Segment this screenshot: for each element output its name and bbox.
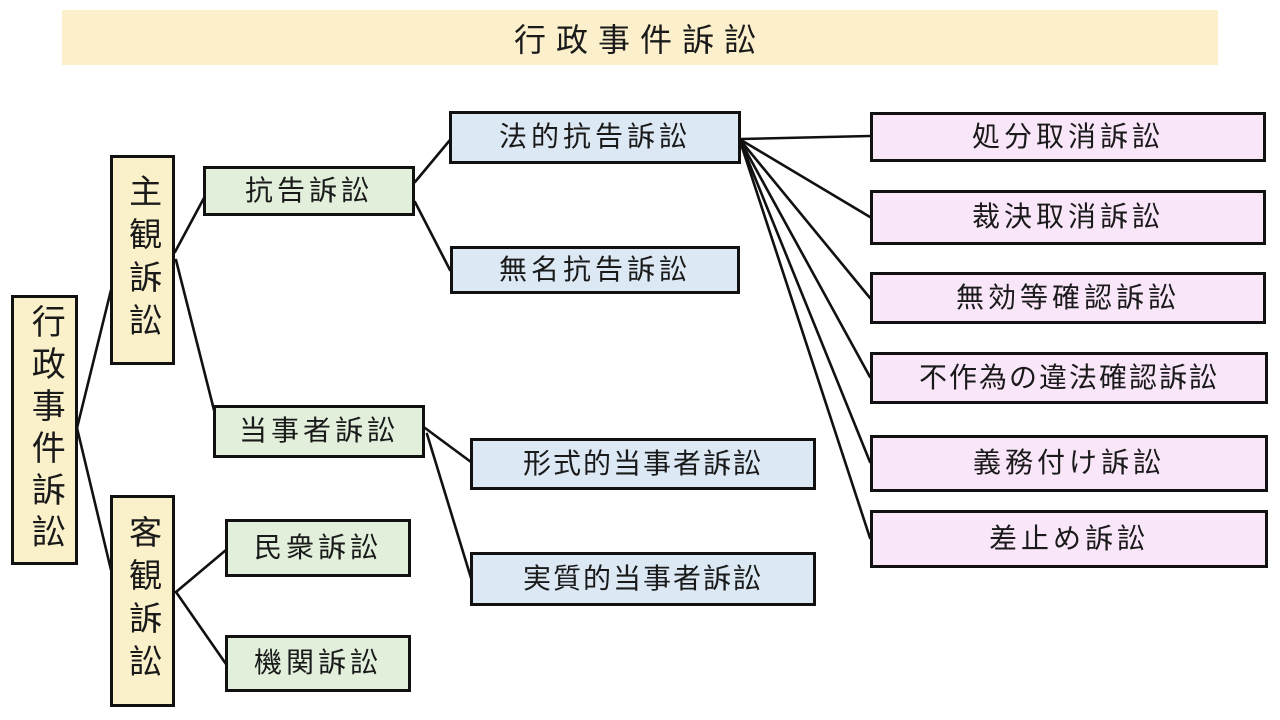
node-mandamus-litigation: 義務付け訴訟 <box>870 435 1268 492</box>
node-statutory-kokoku-litigation: 法的抗告訴訟 <box>449 111 741 164</box>
node-party-litigation: 当事者訴訟 <box>213 405 425 458</box>
node-nullity-confirmation-litigation: 無効等確認訴訟 <box>870 272 1266 324</box>
node-inaction-illegality-confirmation-litigation: 不作為の違法確認訴訟 <box>870 352 1268 404</box>
node-agency-litigation: 機関訴訟 <box>225 635 411 692</box>
node-popular-litigation: 民衆訴訟 <box>225 519 411 577</box>
title-banner: 行政事件訴訟 <box>62 10 1218 65</box>
node-subjective-litigation: 主観訴訟 <box>110 155 175 365</box>
node-revocation-of-ruling-litigation: 裁決取消訴訟 <box>870 190 1266 245</box>
node-objective-litigation: 客観訴訟 <box>110 495 175 707</box>
node-root-administrative-case-litigation: 行政事件訴訟 <box>11 295 78 565</box>
node-kokoku-litigation: 抗告訴訟 <box>203 166 415 216</box>
node-formal-party-litigation: 形式的当事者訴訟 <box>470 438 816 490</box>
page-title: 行政事件訴訟 <box>513 20 766 59</box>
node-revocation-of-disposition-litigation: 処分取消訴訟 <box>870 112 1266 162</box>
node-injunction-litigation: 差止め訴訟 <box>870 510 1268 568</box>
node-substantive-party-litigation: 実質的当事者訴訟 <box>470 552 816 606</box>
node-unnamed-kokoku-litigation: 無名抗告訴訟 <box>450 246 740 294</box>
